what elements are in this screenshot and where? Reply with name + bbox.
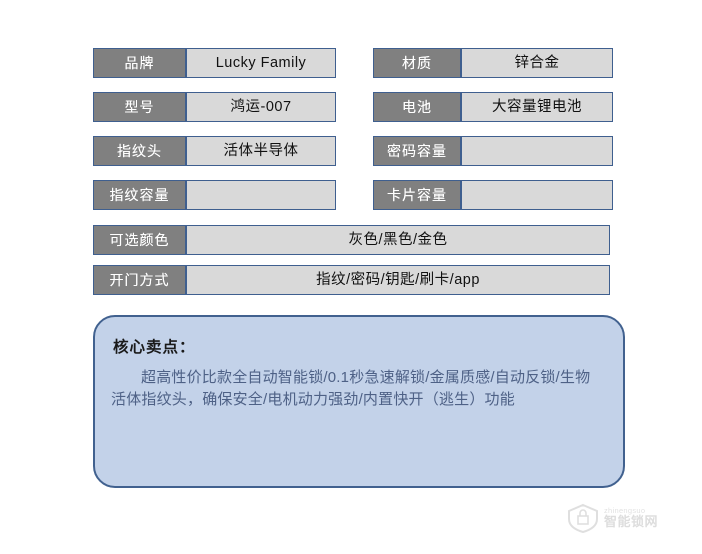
watermark: zhinengsuo 智能锁网 xyxy=(566,498,694,538)
spec-label-fingerprint-capacity: 指纹容量 xyxy=(93,180,186,210)
spec-label-battery: 电池 xyxy=(373,92,461,122)
spec-row: 指纹容量 xyxy=(93,180,336,210)
spec-row: 电池 大容量锂电池 xyxy=(373,92,613,122)
spec-row: 品牌 Lucky Family xyxy=(93,48,336,78)
watermark-text: zhinengsuo 智能锁网 xyxy=(604,507,658,529)
spec-value-model: 鸿运-007 xyxy=(186,92,336,122)
spec-label-unlock-methods: 开门方式 xyxy=(93,265,186,295)
spec-row: 密码容量 xyxy=(373,136,613,166)
selling-points-panel: 核心卖点： 超高性价比款全自动智能锁/0.1秒急速解锁/金属质感/自动反锁/生物… xyxy=(93,315,625,488)
spec-row: 可选颜色 灰色/黑色/金色 xyxy=(93,225,610,255)
selling-points-title: 核心卖点： xyxy=(113,339,196,356)
spec-value-fingerprint-capacity xyxy=(186,180,336,210)
watermark-subtext: zhinengsuo xyxy=(604,506,646,516)
spec-row: 指纹头 活体半导体 xyxy=(93,136,336,166)
spec-value-unlock-methods: 指纹/密码/钥匙/刷卡/app xyxy=(186,265,610,295)
spec-row: 材质 锌合金 xyxy=(373,48,613,78)
spec-value-brand: Lucky Family xyxy=(186,48,336,78)
spec-label-model: 型号 xyxy=(93,92,186,122)
spec-value-card-capacity xyxy=(461,180,613,210)
spec-label-material: 材质 xyxy=(373,48,461,78)
spec-row: 卡片容量 xyxy=(373,180,613,210)
spec-row: 开门方式 指纹/密码/钥匙/刷卡/app xyxy=(93,265,610,295)
spec-label-password-capacity: 密码容量 xyxy=(373,136,461,166)
lock-shield-icon xyxy=(566,503,600,533)
spec-value-fingerprint-sensor: 活体半导体 xyxy=(186,136,336,166)
spec-label-colors: 可选颜色 xyxy=(93,225,186,255)
spec-label-fingerprint-sensor: 指纹头 xyxy=(93,136,186,166)
spec-value-colors: 灰色/黑色/金色 xyxy=(186,225,610,255)
spec-value-password-capacity xyxy=(461,136,613,166)
spec-label-card-capacity: 卡片容量 xyxy=(373,180,461,210)
selling-points-body: 超高性价比款全自动智能锁/0.1秒急速解锁/金属质感/自动反锁/生物活体指纹头，… xyxy=(111,369,591,408)
spec-label-brand: 品牌 xyxy=(93,48,186,78)
spec-value-battery: 大容量锂电池 xyxy=(461,92,613,122)
watermark-brand: 智能锁网 xyxy=(604,514,659,530)
spec-row: 型号 鸿运-007 xyxy=(93,92,336,122)
spec-value-material: 锌合金 xyxy=(461,48,613,78)
